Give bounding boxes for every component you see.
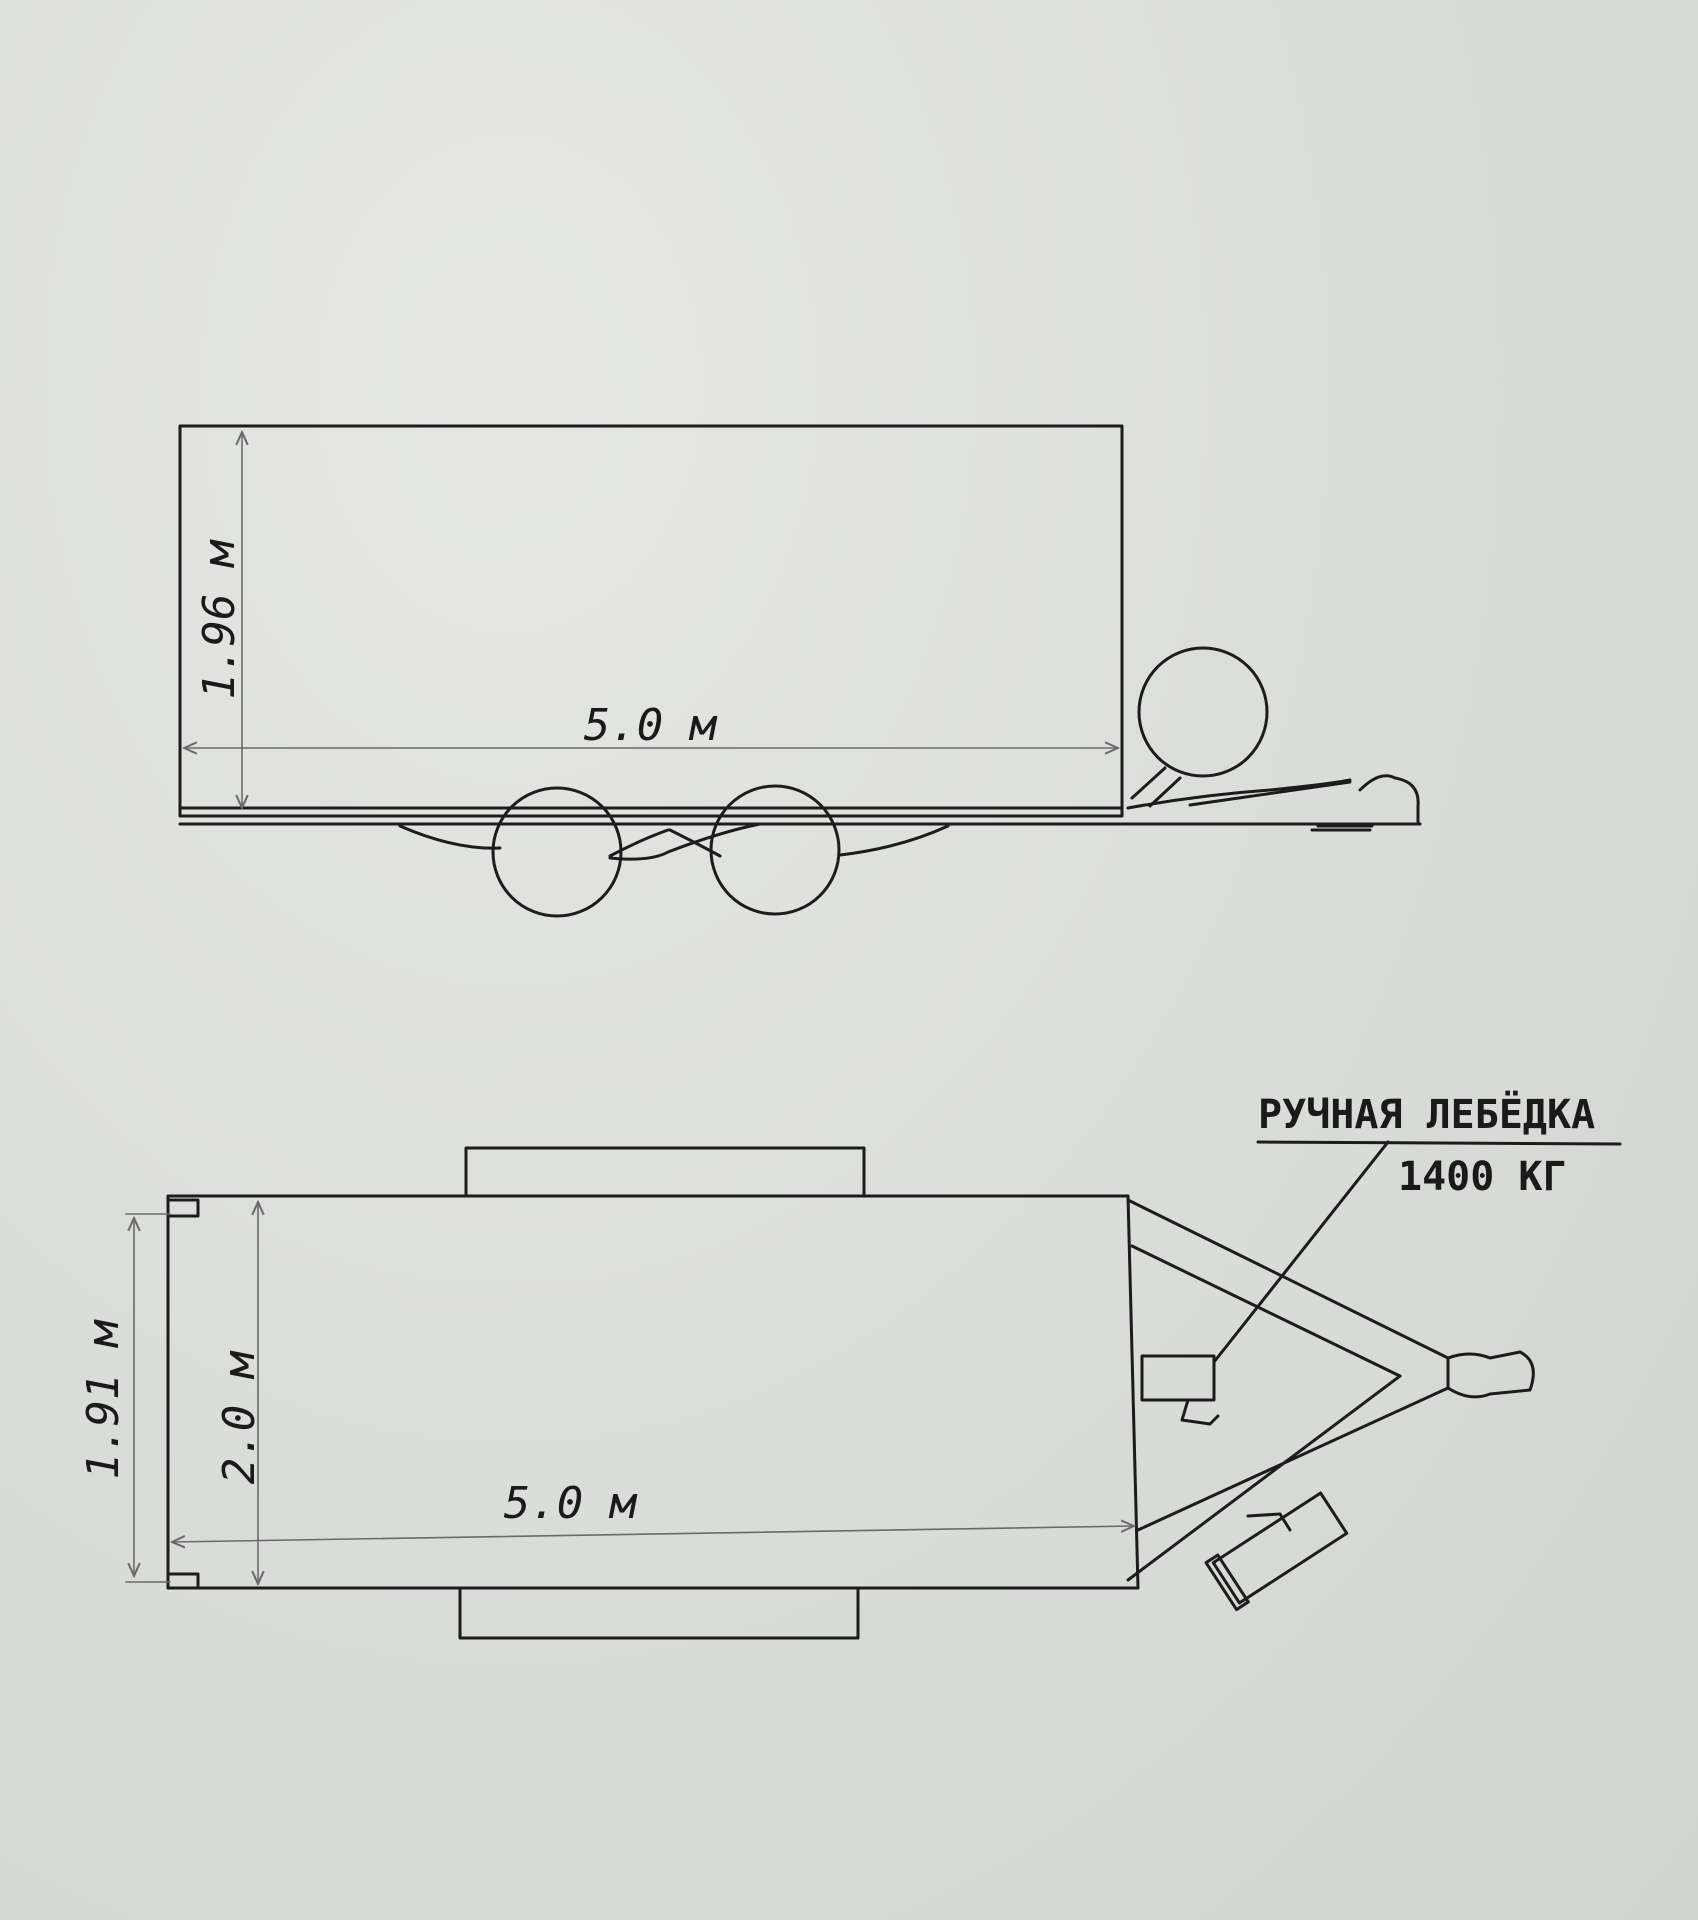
top-coupling-head <box>1446 1350 1535 1399</box>
side-wheel-front <box>491 786 623 918</box>
top-jockey-wheel <box>1204 1491 1349 1612</box>
top-corner-brackets <box>168 1198 200 1590</box>
top-outer-width-label: 2.0 м <box>214 1350 265 1484</box>
side-view: 5.0 м 1.96 м <box>178 424 1422 918</box>
side-body <box>178 424 1124 818</box>
callout-underline <box>1256 1140 1622 1146</box>
side-leaf-spring-2 <box>608 824 950 858</box>
side-coupling <box>1310 824 1374 832</box>
side-jockey-stem <box>1130 766 1182 808</box>
top-a-frame <box>1126 1198 1450 1582</box>
side-chassis-rail <box>178 806 1422 826</box>
top-jockey-mount <box>1246 1512 1292 1532</box>
top-wheel-upper <box>464 1146 866 1198</box>
side-length-label: 5.0 м <box>584 700 718 751</box>
top-wheel-lower <box>458 1586 860 1640</box>
winch-capacity: 1400 КГ <box>1398 1154 1567 1200</box>
side-height-label: 1.96 м <box>194 539 245 699</box>
side-jockey-wheel <box>1137 646 1269 778</box>
top-winch <box>1140 1354 1216 1402</box>
winch-callout: РУЧНАЯ ЛЕБЁДКА 1400 КГ <box>1212 1090 1622 1364</box>
top-view: 5.0 м 2.0 м 1.91 м <box>78 1146 1535 1640</box>
top-winch-handle <box>1180 1398 1220 1426</box>
top-body <box>166 1194 1140 1590</box>
side-leaf-spring <box>398 822 762 861</box>
winch-title: РУЧНАЯ ЛЕБЁДКА <box>1258 1090 1595 1138</box>
top-length-label: 5.0 м <box>504 1478 638 1529</box>
top-length-dimension <box>172 1526 1134 1542</box>
side-wheel-rear <box>709 784 841 916</box>
side-drawbar <box>1126 774 1420 826</box>
top-inner-width-label: 1.91 м <box>78 1319 129 1479</box>
callout-leader-line <box>1212 1140 1390 1364</box>
